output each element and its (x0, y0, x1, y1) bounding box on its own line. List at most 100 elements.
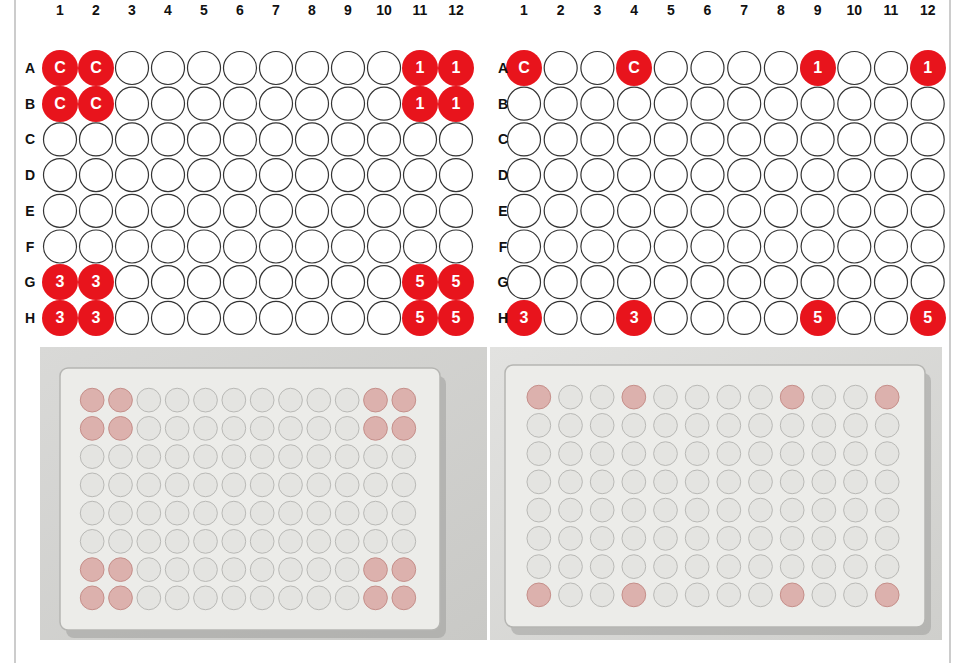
empty-well (260, 52, 293, 85)
photo-well (717, 527, 741, 551)
column-number: 4 (630, 3, 638, 17)
empty-well (581, 123, 614, 156)
photo-well (109, 417, 133, 441)
column-number: 11 (884, 3, 899, 17)
photo-well (812, 555, 836, 579)
empty-well (764, 194, 797, 227)
empty-well (838, 87, 871, 120)
photo-well (364, 473, 388, 497)
empty-well (875, 301, 908, 334)
empty-well (838, 194, 871, 227)
photo-well (749, 470, 773, 494)
sample-well: 3 (78, 300, 114, 336)
photo-well (749, 555, 773, 579)
photo-well (812, 385, 836, 409)
photo-well (165, 558, 189, 582)
empty-well (618, 194, 651, 227)
photo-well (80, 388, 104, 412)
photo-well (717, 498, 741, 522)
photo-well (749, 414, 773, 438)
frame-line (15, 0, 16, 663)
photo-well (137, 388, 161, 412)
photo-well (392, 530, 416, 554)
empty-well (188, 230, 221, 263)
photo-well (165, 388, 189, 412)
photo-well (335, 530, 359, 554)
photo-well (222, 558, 246, 582)
photo-well (559, 583, 583, 607)
empty-well (224, 159, 257, 192)
column-number: 12 (448, 3, 464, 17)
photo-well (527, 385, 551, 409)
sample-well: 3 (616, 300, 652, 336)
row-letter: C (25, 132, 35, 146)
photo-well (654, 442, 678, 466)
photo-well (527, 583, 551, 607)
well-label: C (90, 96, 102, 112)
empty-well (764, 266, 797, 299)
sample-well: C (42, 86, 78, 122)
column-number: 2 (557, 3, 565, 17)
empty-well (404, 230, 437, 263)
photo-well (194, 530, 218, 554)
photo-well (622, 498, 646, 522)
photo-well (335, 445, 359, 469)
column-number: 6 (704, 3, 712, 17)
empty-well (296, 230, 329, 263)
sample-well: 3 (42, 300, 78, 336)
photo-well (165, 586, 189, 610)
photo-well (109, 586, 133, 610)
photo-well (717, 414, 741, 438)
empty-well (404, 123, 437, 156)
row-letter: C (498, 132, 508, 146)
empty-well (728, 266, 761, 299)
empty-well (911, 87, 944, 120)
photo-well (250, 388, 274, 412)
photo-well (622, 414, 646, 438)
plate-body (60, 368, 440, 630)
empty-well (296, 301, 329, 334)
empty-well (224, 266, 257, 299)
empty-well (838, 266, 871, 299)
row-letter: E (25, 204, 34, 218)
photo-well (654, 498, 678, 522)
photo-well (875, 527, 899, 551)
photo-well (364, 417, 388, 441)
sample-well: 1 (402, 86, 438, 122)
empty-well (296, 194, 329, 227)
well-label: C (90, 60, 102, 76)
empty-well (764, 301, 797, 334)
sample-well: C (506, 50, 542, 86)
sample-well: C (42, 50, 78, 86)
column-number: 5 (200, 3, 208, 17)
well-label: C (518, 60, 530, 76)
empty-well (581, 194, 614, 227)
photo-well (307, 586, 331, 610)
empty-well (224, 230, 257, 263)
photo-well (717, 442, 741, 466)
photo-well (654, 385, 678, 409)
photo-well (844, 442, 868, 466)
empty-well (332, 87, 365, 120)
empty-well (728, 123, 761, 156)
column-number: 10 (376, 3, 392, 17)
photo-well (875, 470, 899, 494)
photo-well (279, 586, 303, 610)
photo-well (392, 473, 416, 497)
photo-well (590, 470, 614, 494)
photo-well (590, 583, 614, 607)
empty-well (80, 230, 113, 263)
photo-well (364, 445, 388, 469)
empty-well (260, 194, 293, 227)
empty-well (188, 87, 221, 120)
empty-well (404, 194, 437, 227)
empty-well (296, 87, 329, 120)
photo-well (622, 470, 646, 494)
photo-well (392, 586, 416, 610)
sample-well: C (78, 50, 114, 86)
photo-well (392, 501, 416, 525)
empty-well (508, 123, 541, 156)
empty-well (691, 87, 724, 120)
empty-well (801, 87, 834, 120)
empty-well (116, 87, 149, 120)
